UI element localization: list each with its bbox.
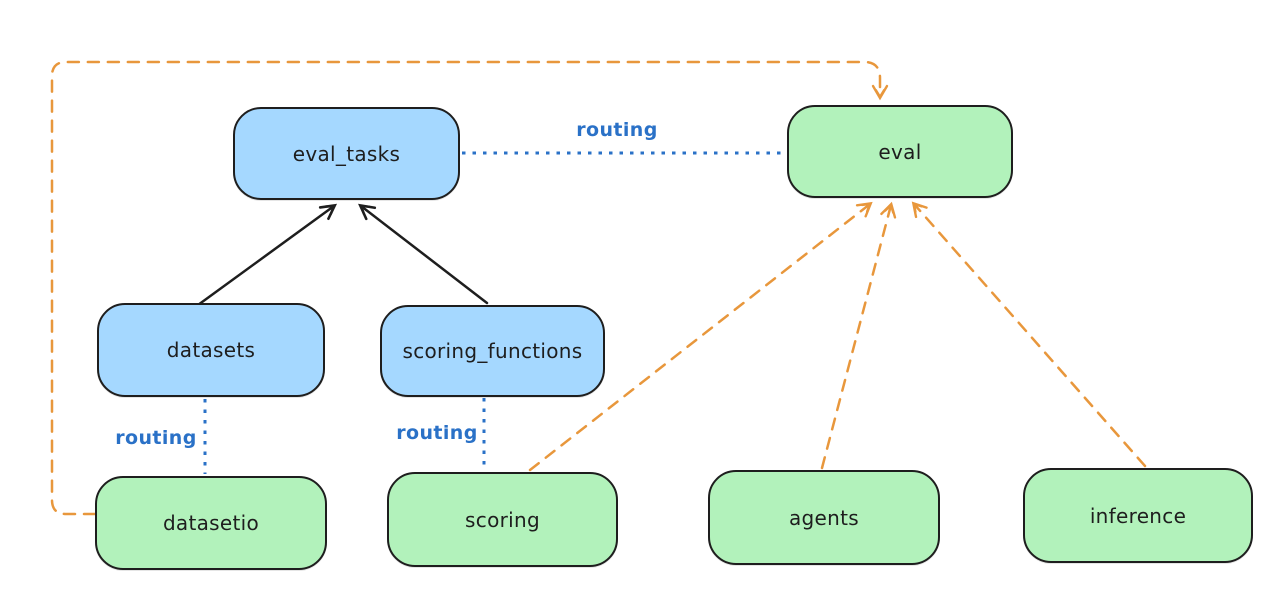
node-label-datasets: datasets (166, 338, 256, 362)
node-datasets: datasets (97, 303, 325, 397)
edge-scoring_functions-to-eval_tasks (358, 203, 489, 305)
node-label-scoring: scoring (465, 507, 540, 532)
node-inference: inference (1023, 468, 1253, 563)
node-scoring_functions: scoring_functions (380, 305, 605, 397)
edge-datasets-to-eval_tasks (196, 203, 338, 307)
edge-label-routing: routing (576, 119, 658, 141)
node-label-eval: eval (878, 139, 922, 164)
node-scoring: scoring (387, 472, 618, 567)
node-label-inference: inference (1089, 503, 1187, 528)
edge-agents-to-eval (820, 201, 897, 470)
edge-label-routing: routing (396, 422, 478, 444)
node-label-eval_tasks: eval_tasks (292, 141, 401, 166)
node-label-datasetio: datasetio (162, 511, 260, 535)
node-agents: agents (708, 470, 940, 565)
edge-datasetio-to-eval (50, 60, 889, 516)
node-label-scoring_functions: scoring_functions (402, 339, 583, 363)
edge-scoring-to-eval (528, 201, 873, 472)
node-label-agents: agents (789, 505, 859, 530)
node-datasetio: datasetio (95, 476, 327, 570)
edge-label-routing: routing (115, 427, 197, 449)
node-eval: eval (787, 105, 1013, 198)
edge-inference-to-eval (911, 201, 1147, 468)
node-eval_tasks: eval_tasks (233, 107, 460, 200)
